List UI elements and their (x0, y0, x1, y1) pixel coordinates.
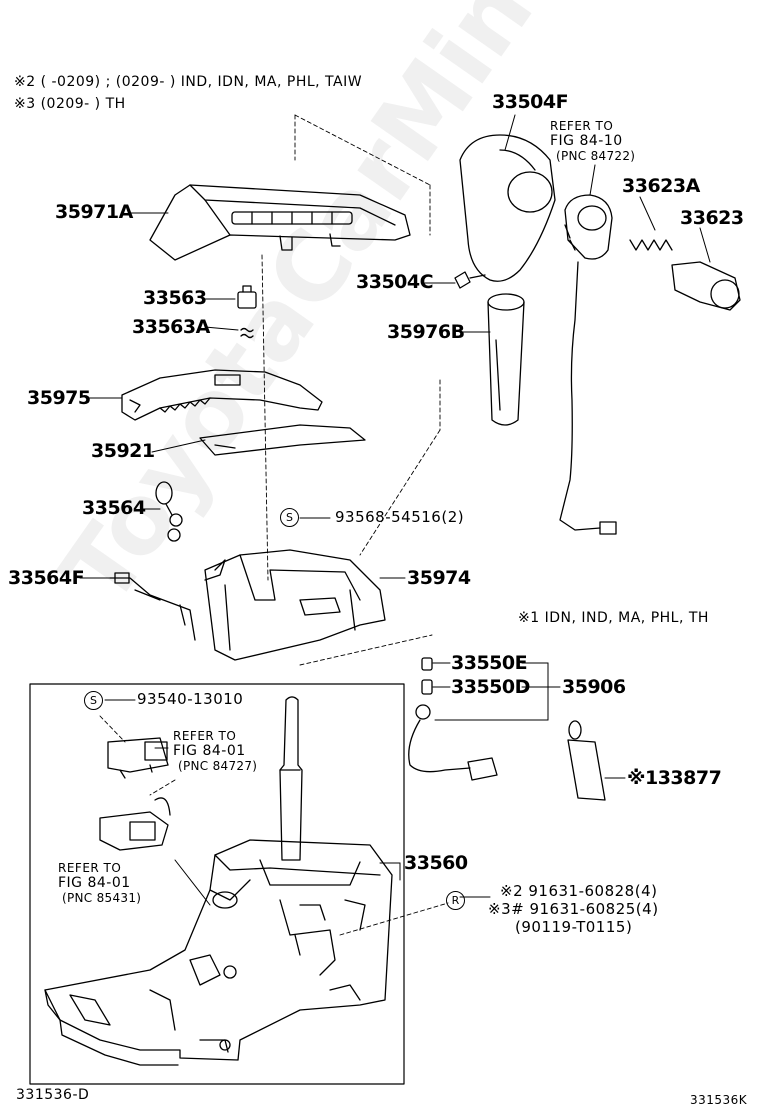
ref-84-10-line2[interactable]: FIG 84-10 (550, 133, 623, 149)
dashed-guides (99, 114, 449, 936)
part-33563[interactable]: 33563 (143, 287, 207, 309)
solenoid-upper (107, 737, 169, 779)
bulb-harness (109, 572, 196, 641)
sensor-middle (99, 797, 171, 851)
footer-code-right: 331536K (690, 1093, 748, 1107)
knob-button (671, 261, 741, 311)
shift-housing (204, 549, 386, 661)
part-93540[interactable]: 93540-13010 (137, 690, 244, 708)
leader-lines (79, 114, 711, 906)
ref-84-01-a-line2[interactable]: FIG 84-01 (173, 743, 246, 759)
ref-84-01-a-line1: REFER TO (173, 729, 237, 743)
ref-84-01-a-line3: (PNC 84727) (178, 759, 258, 773)
ref-84-01-b-line3: (PNC 85431) (62, 891, 142, 905)
part-35974[interactable]: 35974 (407, 567, 471, 589)
label-tag (567, 720, 606, 801)
part-33504F[interactable]: 33504F (492, 91, 569, 113)
footer-code-left: 331536-D (16, 1087, 90, 1103)
part-35975[interactable]: 35975 (27, 387, 91, 409)
shift-assembly-base (44, 839, 393, 1066)
shift-knob (459, 134, 556, 282)
part-91631-b[interactable]: ※3# 91631-60825(4) (488, 900, 659, 918)
part-91631-a[interactable]: ※2 91631-60828(4) (500, 882, 658, 900)
symbol-s-2: S (84, 691, 103, 710)
part-33550E[interactable]: 33550E (451, 652, 528, 674)
header-note-2: ※2 ( -0209) ; (0209- ) IND, IDN, MA, PHL… (14, 74, 363, 90)
part-33877[interactable]: ※133877 (627, 767, 722, 789)
part-33560[interactable]: 33560 (404, 852, 468, 874)
ref-84-10-line3: (PNC 84722) (556, 149, 636, 163)
spring (629, 239, 673, 251)
ref-84-01-b-line1: REFER TO (58, 861, 122, 875)
shift-switch (559, 194, 617, 535)
part-35971A[interactable]: 35971A (55, 201, 133, 223)
gear-plate (121, 369, 323, 421)
part-35921[interactable]: 35921 (91, 440, 155, 462)
part-33504C[interactable]: 33504C (356, 271, 434, 293)
header-note-3: ※3 (0209- ) TH (14, 96, 126, 112)
knob-screw (454, 271, 486, 289)
shift-lever (279, 696, 303, 861)
part-33550D[interactable]: 33550D (451, 676, 530, 698)
part-93568[interactable]: 93568-54516(2) (335, 508, 465, 526)
symbol-r: R (446, 891, 465, 910)
part-33564[interactable]: 33564 (82, 497, 146, 519)
slide-plate (199, 424, 366, 456)
bulb (155, 481, 183, 542)
ref-84-10-line1: REFER TO (550, 119, 614, 133)
bulb-socket (408, 704, 498, 781)
ref-84-01-b-line2[interactable]: FIG 84-01 (58, 875, 131, 891)
indicator-housing (149, 184, 411, 261)
part-35906[interactable]: 35906 (562, 676, 626, 698)
part-33623[interactable]: 33623 (680, 207, 744, 229)
part-35976B[interactable]: 35976B (387, 321, 465, 343)
part-33623A[interactable]: 33623A (622, 175, 700, 197)
part-33563A[interactable]: 33563A (132, 316, 210, 338)
part-33564F[interactable]: 33564F (8, 567, 85, 589)
lever-boot (487, 293, 525, 426)
assembly-frame (29, 683, 405, 1085)
symbol-s-1: S (280, 508, 299, 527)
note-1: ※1 IDN, IND, MA, PHL, TH (518, 610, 709, 626)
indicator-bulbs (421, 657, 433, 695)
small-clip (237, 285, 257, 339)
part-90119[interactable]: (90119-T0115) (515, 918, 633, 936)
